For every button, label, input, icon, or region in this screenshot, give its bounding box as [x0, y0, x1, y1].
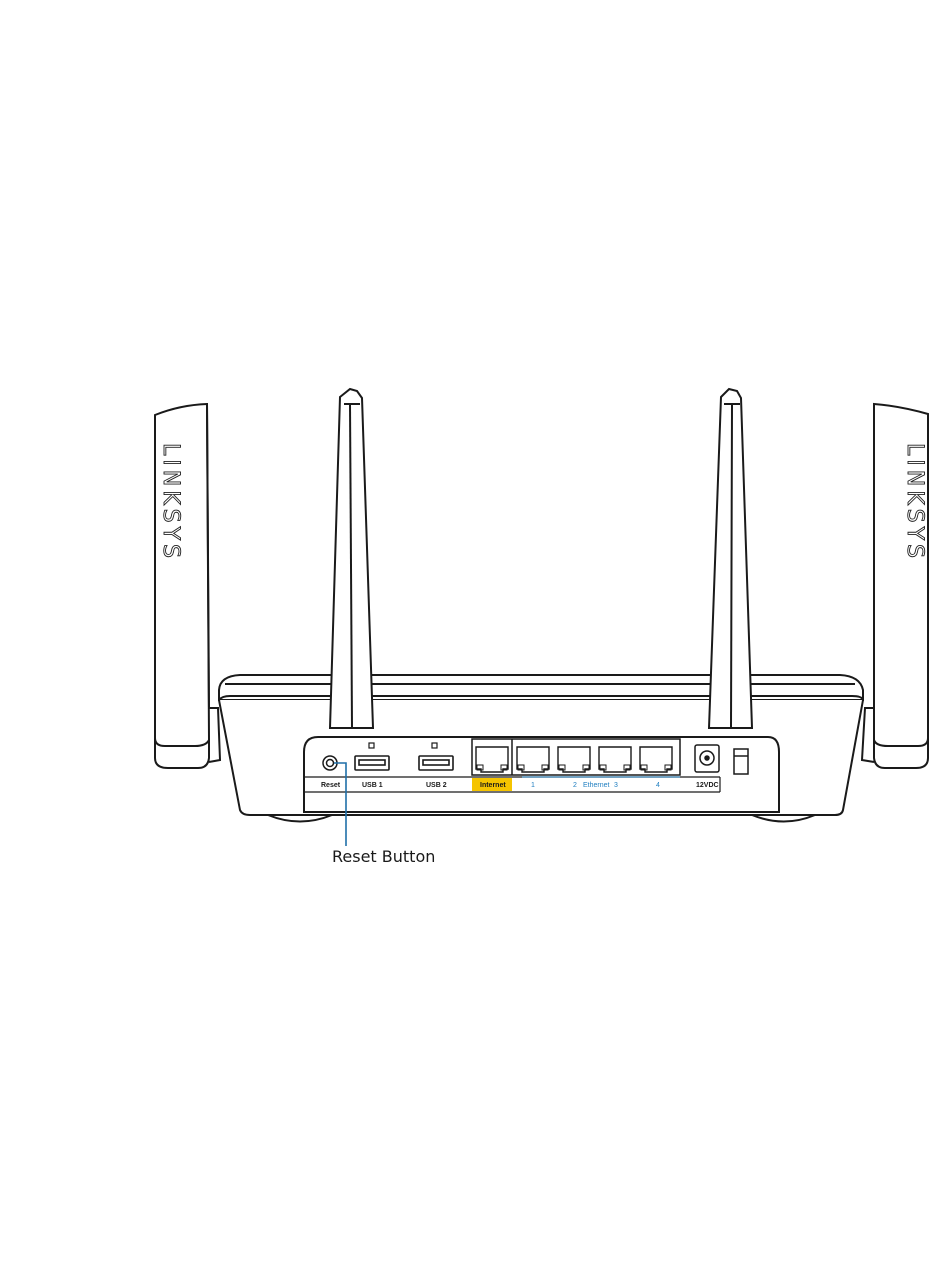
ethernet-4-label: 4	[656, 782, 660, 789]
left-antenna-panel: LINKSYS	[155, 404, 220, 768]
reset-callout-label: Reset Button	[332, 847, 435, 866]
internet-label: Internet	[480, 782, 506, 789]
power-label: 12VDC	[696, 782, 719, 789]
right-inner-antenna	[709, 389, 752, 728]
right-panel-logo: LINKSYS	[902, 443, 927, 562]
ethernet-2-label: 2	[573, 782, 577, 789]
left-panel-logo: LINKSYS	[158, 443, 183, 562]
right-antenna-panel: LINKSYS	[862, 404, 928, 768]
left-inner-antenna	[330, 389, 373, 728]
ethernet-3-label: 3	[614, 782, 618, 789]
usb-1-label: USB 1	[362, 782, 383, 789]
ethernet-1-label: 1	[531, 782, 535, 789]
ethernet-group-label: Ethernet	[583, 782, 610, 789]
reset-label: Reset	[321, 782, 341, 789]
usb-2-label: USB 2	[426, 782, 447, 789]
